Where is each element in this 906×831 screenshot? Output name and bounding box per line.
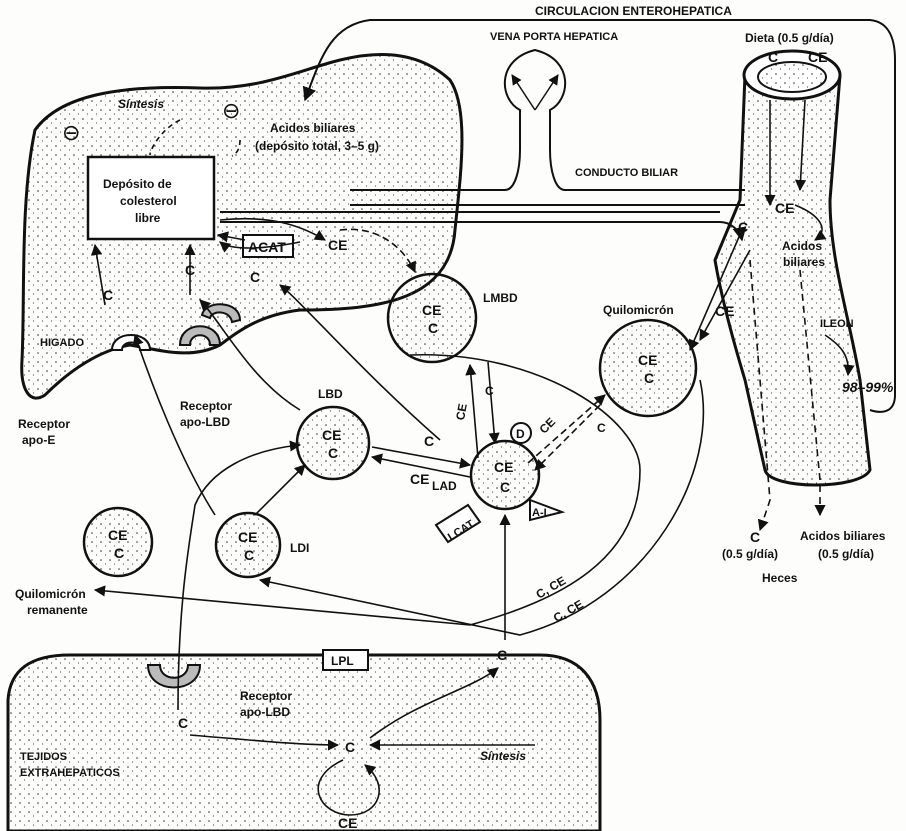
lad-particle [471, 441, 539, 509]
lad-ce: CE [494, 459, 513, 475]
label-conducto-biliar: CONDUCTO BILIAR [575, 167, 678, 179]
label-lpl: LPL [331, 654, 354, 668]
label-acidos-int-1: Acidos [782, 239, 822, 253]
label-c-ce-2: C, CE [551, 597, 586, 625]
lbd-c: C [328, 445, 338, 461]
label-receptor-tissue-1: Receptor [240, 689, 292, 703]
label-c-mid: C [185, 262, 195, 278]
label-d: D [516, 427, 525, 441]
label-heces-c-2: (0.5 g/día) [722, 547, 778, 561]
label-vena-porta: VENA PORTA HEPATICA [490, 31, 618, 43]
label-ce-arrow: CE [410, 471, 429, 487]
label-quilo-rem-2: remanente [27, 603, 88, 617]
label-quilo-rem-1: Quilomicrón [15, 587, 86, 601]
label-receptor-tissue-2: apo-LBD [240, 705, 290, 719]
label-receptor-apoe-2: apo-E [22, 433, 55, 447]
label-receptor-apolbd-1: Receptor [180, 399, 232, 413]
minus-sign-2: ⊖ [222, 98, 240, 123]
label-c-liver: C [250, 269, 260, 285]
label-ce-int: CE [775, 200, 794, 216]
label-c-t3: C [497, 647, 507, 663]
lad-c: C [500, 479, 510, 495]
label-c-t1: C [178, 715, 188, 731]
label-c-ce-1: C, CE [534, 573, 569, 601]
label-dieta: Dieta (0.5 g/día) [745, 31, 834, 45]
label-pct: 98–99% [842, 379, 894, 395]
lmbd-c: C [428, 320, 438, 336]
label-deposito-2: colesterol [120, 194, 177, 208]
label-dieta-c: C [768, 49, 778, 65]
label-higado: HIGADO [40, 337, 84, 349]
lmbd-particle [388, 274, 476, 362]
label-deposito-1: Depósito de [103, 177, 172, 191]
label-c-arrow: C [424, 433, 434, 449]
label-ce-q-arrow: CE [537, 415, 559, 437]
label-a1: A-I [532, 507, 547, 519]
label-heces-ab-1: Acidos biliares [800, 529, 886, 543]
tissue-shape [8, 655, 600, 831]
label-heces-ab-2: (0.5 g/día) [818, 547, 874, 561]
label-lbd: LBD [318, 387, 343, 401]
label-c-left: C [103, 287, 113, 303]
label-lmbd: LMBD [483, 291, 518, 305]
label-receptor-apoe-1: Receptor [18, 417, 70, 431]
quilomicron-particle [600, 320, 696, 416]
label-acidos-int-2: biliares [783, 255, 825, 269]
label-sintesis-tissue: Síntesis [480, 749, 526, 763]
label-acat: ACAT [248, 239, 286, 255]
quilo-rem-c: C [114, 545, 124, 561]
label-heces-c-1: C [750, 529, 760, 545]
label-acidos-biliares-1: Acidos biliares [270, 121, 356, 135]
label-acidos-biliares-2: (depósito total, 3–5 g) [255, 139, 379, 153]
label-ce-q: CE [715, 303, 734, 319]
minus-sign-1: ⊖ [62, 120, 80, 145]
label-heces: Heces [762, 571, 798, 585]
label-ce-liver: CE [328, 237, 347, 253]
label-tejidos-2: EXTRAHEPATICOS [20, 767, 120, 779]
label-sintesis-liver: Síntesis [118, 97, 164, 111]
quilomicron-ce: CE [638, 352, 657, 368]
quilomicron-c: C [644, 370, 654, 386]
ldi-particle [216, 513, 280, 577]
lmbd-ce: CE [422, 302, 441, 318]
ldi-c: C [244, 547, 254, 563]
label-c-q-arrow: C [597, 421, 606, 435]
label-circulacion: CIRCULACION ENTEROHEPATICA [535, 4, 732, 18]
label-deposito-3: libre [135, 211, 161, 225]
label-c-t2: C [345, 739, 355, 755]
label-ldi: LDI [290, 541, 309, 555]
label-receptor-apolbd-2: apo-LBD [180, 415, 230, 429]
label-ileon: ILEON [820, 318, 854, 330]
label-dieta-ce: CE [808, 49, 827, 65]
label-c-lmbd: C [485, 384, 494, 398]
label-quilomicron: Quilomicrón [603, 303, 674, 317]
label-ce-bottom: CE [338, 815, 357, 831]
quilo-rem-ce: CE [108, 527, 127, 543]
label-ce-lmbd: CE [453, 402, 470, 421]
lbd-particle [297, 407, 369, 479]
lbd-ce: CE [322, 427, 341, 443]
label-lad: LAD [432, 479, 457, 493]
ldi-ce: CE [238, 529, 257, 545]
label-tejidos-1: TEJIDOS [20, 751, 67, 763]
label-c-int: C [738, 219, 748, 235]
